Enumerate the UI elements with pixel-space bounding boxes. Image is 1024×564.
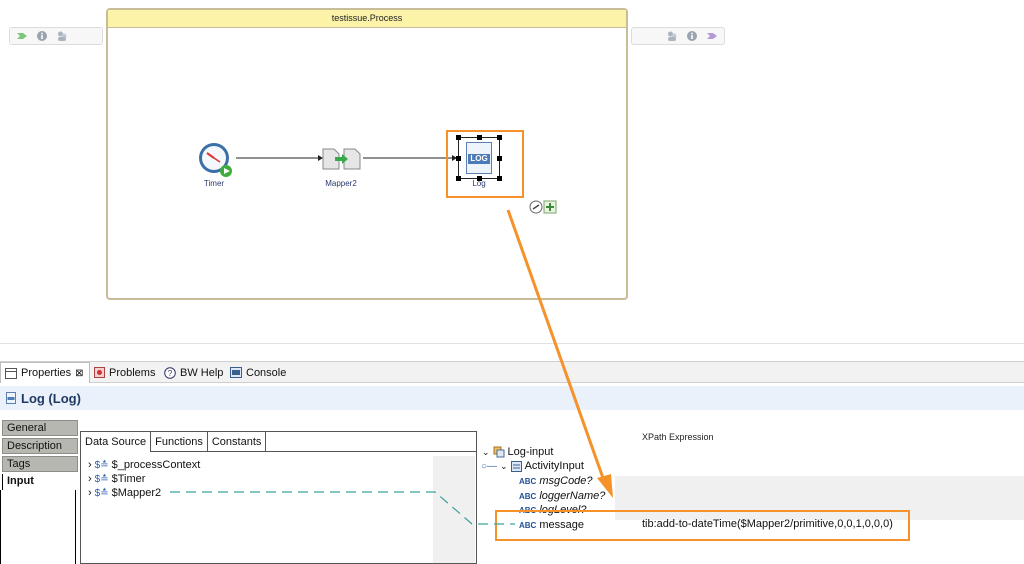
source-node-mapper2[interactable]: › $≛ $Mapper2 [88,486,161,500]
divider [0,343,1024,344]
field-label: loggerName? [539,490,606,502]
field-label: msgCode? [539,475,593,487]
log-icon: LOG [466,142,492,174]
process-title: testissue.Process [108,10,626,28]
collapse-chevron-icon[interactable]: ⌄ [500,460,508,471]
mapper-label: Mapper2 [325,179,357,188]
target-node-activityinput[interactable]: ○— ⌄ ActivityInput [481,459,584,473]
field-message[interactable]: ABC message [519,518,584,532]
start-toolbar [9,27,103,45]
target-node-log-input[interactable]: ⌄ Log-input [482,445,553,459]
info-icon[interactable] [36,30,48,42]
tab-properties[interactable]: Properties ⊠ [0,362,90,383]
tab-problems[interactable]: Problems [94,362,155,383]
property-sections: General Description Tags Input [0,418,78,564]
users-icon[interactable] [56,30,68,42]
properties-icon [5,367,17,379]
users-icon[interactable] [666,30,678,42]
field-label: message [539,519,584,531]
expand-chevron-icon[interactable]: › [88,459,92,471]
tab-console-label: Console [246,366,287,379]
log-label: Log [472,179,486,188]
string-icon: ABC [519,491,537,501]
log-activity[interactable]: LOG [456,135,502,181]
section-tags[interactable]: Tags [2,456,78,472]
svg-text:?: ? [168,369,173,378]
string-icon: ABC [519,476,537,486]
collapse-chevron-icon[interactable]: ⌄ [482,446,490,457]
clock-icon [199,143,232,177]
tab-bwhelp[interactable]: ? BW Help [164,362,223,383]
timer-label: Timer [203,179,225,188]
section-input[interactable]: Input [2,474,78,490]
record-icon [510,460,522,472]
close-tab-icon[interactable]: ⊠ [75,367,84,379]
message-highlight-box [495,510,910,541]
string-icon: ABC [519,520,537,530]
mapper-icon [322,148,361,170]
panel-title-bar: Log (Log) [0,386,1024,410]
mapper-activity[interactable] [322,148,362,170]
tab-functions[interactable]: Functions [151,432,208,452]
start-arrow-icon[interactable] [16,30,28,42]
target-node-label: Log-input [507,446,554,458]
end-toolbar [631,27,725,45]
end-arrow-icon[interactable] [706,30,718,42]
variable-icon: $≛ [94,487,109,499]
log-highlight-box [446,130,524,198]
node-actions [529,200,557,214]
xpath-expression-value[interactable]: tib:add-to-dateTime($Mapper2/primitive,0… [642,518,893,530]
problems-icon [94,367,105,378]
mapping-gutter [433,456,475,563]
target-node-label: ActivityInput [524,460,584,472]
tab-problems-label: Problems [109,366,156,379]
expand-chevron-icon[interactable]: › [88,487,92,499]
tab-bwhelp-label: BW Help [180,366,224,379]
view-tabbar: Properties ⊠ Problems ? BW Help Console [0,361,1024,383]
section-general[interactable]: General [2,420,78,436]
xpath-expression-header: XPath Expression [642,432,714,442]
log-small-icon [6,392,16,404]
connector-icon: ○— [481,460,498,472]
source-node-timer[interactable]: › $≛ $Timer [88,472,145,486]
field-loggername[interactable]: ABC loggerName? [519,489,605,503]
tab-properties-label: Properties [21,367,72,379]
optional-rows-background [615,476,1024,520]
tab-data-source[interactable]: Data Source [81,432,152,452]
help-icon: ? [164,366,176,379]
info-icon[interactable] [686,30,698,42]
field-msgcode[interactable]: ABC msgCode? [519,474,593,488]
expand-chevron-icon[interactable]: › [88,473,92,485]
schema-icon [493,446,505,458]
variable-icon: $≛ [94,473,109,485]
tab-console[interactable]: Console [230,362,286,383]
section-description[interactable]: Description [2,438,78,454]
timer-activity[interactable] [198,142,234,178]
source-node-processcontext[interactable]: › $≛ $_processContext [88,458,200,472]
source-node-label: $_processContext [111,459,201,471]
variable-icon: $≛ [94,459,109,471]
panel-title: Log (Log) [21,390,81,406]
source-node-label: $Timer [111,473,146,485]
tab-constants[interactable]: Constants [207,432,267,452]
console-icon [230,367,242,378]
source-node-label: $Mapper2 [111,487,162,499]
